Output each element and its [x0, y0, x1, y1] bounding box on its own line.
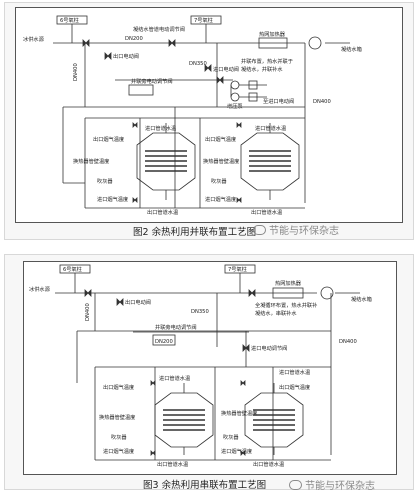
label-mill-7: 7号氧柱 [194, 16, 213, 24]
label-heat-net: 热网加热器 [275, 279, 302, 287]
label-mill-7: 7号氧柱 [228, 265, 247, 273]
label-condensate-tank: 凝结水箱 [351, 295, 372, 303]
label-hx-left-outlet-water: 出口管道水温 [157, 460, 188, 468]
label-hx-left-inlet-water: 进口管道水温 [159, 374, 190, 382]
label-outlet-valve: 出口电动阀 [113, 52, 139, 60]
label-note-line-1: 并联布置，热水并联于 [241, 57, 293, 65]
figure-3-panel: 6号氧柱 7号氧柱 冰供水源 热网加热器 凝结水箱 DN350 DN200 出口… [4, 254, 414, 492]
label-hx-right-outlet-water: 出口管道水温 [253, 460, 284, 468]
label-dn400-left: DN400 [85, 303, 91, 321]
label-hx-right-outlet-water: 出口管道水温 [251, 208, 282, 216]
label-backwater-valve: 至进口电动阀 [263, 97, 294, 105]
label-dn400-right: DN400 [313, 99, 331, 105]
label-bypass-valve: 并联旁电动调节阀 [131, 77, 173, 85]
label-hx-right-blower: 吹灰器 [211, 177, 227, 185]
label-hx-left-outlet-temp: 出口烟气温度 [103, 383, 134, 391]
label-hx-right-blower: 吹灰器 [223, 433, 239, 441]
wechat-icon [253, 225, 266, 235]
label-dn200: DN200 [125, 36, 143, 42]
label-hx-left-blower: 吹灰器 [111, 433, 127, 441]
label-hx-right-wall-temp: 换热器管壁温度 [221, 409, 257, 417]
label-hx-right-outlet-temp: 出口烟气温度 [205, 135, 236, 143]
label-hx-left-inlet-temp: 进口烟气温度 [97, 195, 128, 203]
label-outlet-valve: 出口电动阀 [125, 298, 151, 306]
label-hx-left-inlet-temp: 进口烟气温度 [103, 447, 134, 455]
label-hx-right-inlet-temp: 进口烟气温度 [221, 447, 252, 455]
figure-2-diagram: 6号氧柱 7号氧柱 冰供水源 凝结水管道电动调节阀 DN200 出口电动阀 进口… [23, 15, 362, 216]
label-note-line-2: 凝结水，串联补水 [255, 309, 297, 317]
label-hx-left-outlet-water: 出口管道水温 [147, 208, 178, 216]
label-inlet-valve: 进口电动调节阀 [251, 344, 287, 352]
label-bypass-valve: 并联旁电动调节阀 [155, 323, 197, 331]
label-dn400-left: DN400 [73, 63, 79, 81]
label-water-supply: 冰供水源 [29, 285, 51, 293]
label-hx-left-blower: 吹灰器 [97, 177, 113, 185]
label-hx-right-inlet-temp: 进口烟气温度 [205, 195, 236, 203]
label-hx-left-inlet-water: 进口管道水温 [145, 124, 176, 132]
figure-2-watermark-text: 节能与环保杂志 [269, 226, 339, 237]
figure-2-caption: 图2 余热利用并联布置工艺图 [133, 227, 257, 238]
figure-3-watermark: 节能与环保杂志 [289, 477, 375, 492]
wechat-icon [289, 480, 302, 490]
figure-3-drawing-frame [23, 261, 397, 475]
label-hx-left-wall-temp: 换热器管壁温度 [73, 157, 109, 165]
label-hx-right-inlet-water: 进口管道水温 [255, 124, 286, 132]
label-hx-right-inlet-water: 进口管道水温 [279, 368, 310, 376]
label-dn400-right: DN400 [339, 339, 357, 345]
label-inlet-valve-top: 凝结水管道电动调节阀 [133, 25, 185, 33]
label-hx-left-outlet-temp: 出口烟气温度 [93, 135, 124, 143]
figure-2-panel: 6号氧柱 7号氧柱 冰供水源 凝结水管道电动调节阀 DN200 出口电动阀 进口… [4, 2, 414, 240]
label-hx-right-wall-temp: 换热器管壁温度 [203, 157, 239, 165]
label-dn350: DN350 [191, 309, 209, 315]
label-booster-pump: 增压泵 [227, 102, 243, 110]
figure-3-caption: 图3 余热利用串联布置工艺图 [143, 480, 267, 491]
label-hx-left-wall-temp: 换热器管壁温度 [99, 413, 135, 421]
label-dn200: DN200 [155, 339, 173, 345]
label-note-line-2: 凝结水，并联补水 [241, 65, 283, 73]
label-note-line-1: 全凝循环布置，热水并联补 [255, 301, 318, 309]
label-inlet-valve: 进口电动阀 [213, 65, 239, 73]
figure-3-watermark-text: 节能与环保杂志 [305, 481, 375, 492]
label-heat-net: 热网加热器 [259, 30, 286, 38]
label-mill-6: 6号氧柱 [63, 265, 82, 273]
figure-3-diagram: 6号氧柱 7号氧柱 冰供水源 热网加热器 凝结水箱 DN350 DN200 出口… [29, 264, 372, 468]
label-mill-6: 6号氧柱 [60, 16, 79, 24]
label-condensate-tank: 凝结水箱 [341, 45, 362, 53]
figure-2-watermark: 节能与环保杂志 [253, 222, 339, 237]
label-water-supply: 冰供水源 [23, 35, 45, 43]
label-hx-right-outlet-temp: 出口烟气温度 [279, 383, 310, 391]
label-dn350: DN350 [189, 61, 207, 67]
